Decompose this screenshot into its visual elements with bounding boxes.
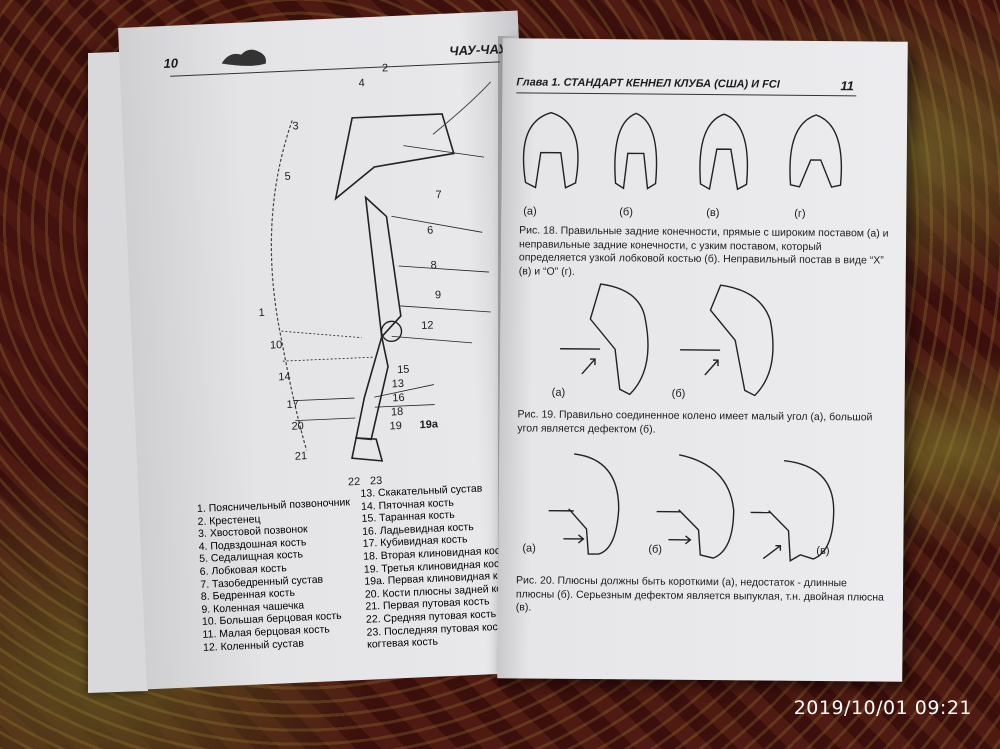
photo-timestamp: 2019/10/01 09:21: [793, 697, 972, 719]
left-page-number: 10: [163, 55, 179, 72]
fig-num-3: 3: [292, 120, 299, 133]
fig-num-16: 16: [392, 391, 405, 405]
left-page: 10 ЧАУ-ЧАУ 4 2 3 5 7 6 8 9 1 12 10 14 15…: [118, 10, 547, 690]
fig20-label-c: (в): [816, 545, 830, 558]
fig-num-18: 18: [390, 405, 404, 419]
fig-num-9: 9: [434, 289, 442, 302]
fig18-caption: Рис. 18. Правильные задние конечности, п…: [518, 224, 889, 278]
fig-num-4: 4: [358, 77, 366, 90]
fig-num-20: 20: [291, 420, 305, 433]
fig20-hock-illustration: [548, 453, 835, 562]
fig-num-15: 15: [396, 363, 410, 377]
fig-num-17: 17: [286, 398, 300, 411]
fig19-caption: Рис. 19. Правильно соединенное колено им…: [517, 408, 873, 436]
fig-num-5: 5: [284, 170, 292, 183]
legend-column-1: 1. Поясничельный позвоночник 2. Крестене…: [197, 496, 373, 654]
fig20-label-b: (б): [648, 543, 663, 556]
fig20-label-a: (а): [522, 542, 536, 555]
fig18-label-a: (а): [523, 205, 537, 218]
fig-num-10: 10: [269, 339, 283, 352]
fig-num-2: 2: [381, 62, 389, 75]
fig18-rear-legs-illustration: [522, 111, 843, 191]
fig-num-21: 21: [294, 450, 308, 463]
hind-leg-skeleton-diagram: [270, 81, 492, 462]
fig-num-19a: 19a: [419, 418, 439, 432]
fig-num-8: 8: [430, 259, 438, 272]
right-running-head: Глава 1. СТАНДАРТ КЕННЕЛ КЛУБА (США) И F…: [516, 76, 780, 91]
fig18-label-d: (г): [794, 207, 806, 220]
fig-num-23: 23: [369, 474, 383, 488]
fig18-label-b: (б): [619, 206, 633, 219]
right-page: Глава 1. СТАНДАРТ КЕННЕЛ КЛУБА (США) И F…: [497, 38, 908, 682]
fig19-label-b: (б): [671, 387, 686, 400]
fig20-caption: Рис. 20. Плюсны должны быть короткими (а…: [515, 574, 884, 614]
dog-head-ornament-icon: [221, 49, 266, 66]
fig19-knee-angle-illustration: [560, 283, 774, 397]
fig19-label-a: (а): [551, 386, 566, 399]
fig18-label-c: (в): [706, 207, 720, 220]
fig-num-13: 13: [391, 377, 405, 391]
fig-num-7: 7: [435, 189, 442, 202]
right-page-number: 11: [840, 78, 854, 94]
header-rule: [516, 92, 857, 97]
fig-num-14: 14: [278, 370, 291, 384]
fig-num-6: 6: [426, 224, 434, 237]
fig-num-22: 22: [347, 475, 361, 489]
fig-num-19: 19: [389, 420, 403, 433]
fig-num-12: 12: [421, 319, 434, 333]
fig-num-1: 1: [258, 306, 265, 320]
